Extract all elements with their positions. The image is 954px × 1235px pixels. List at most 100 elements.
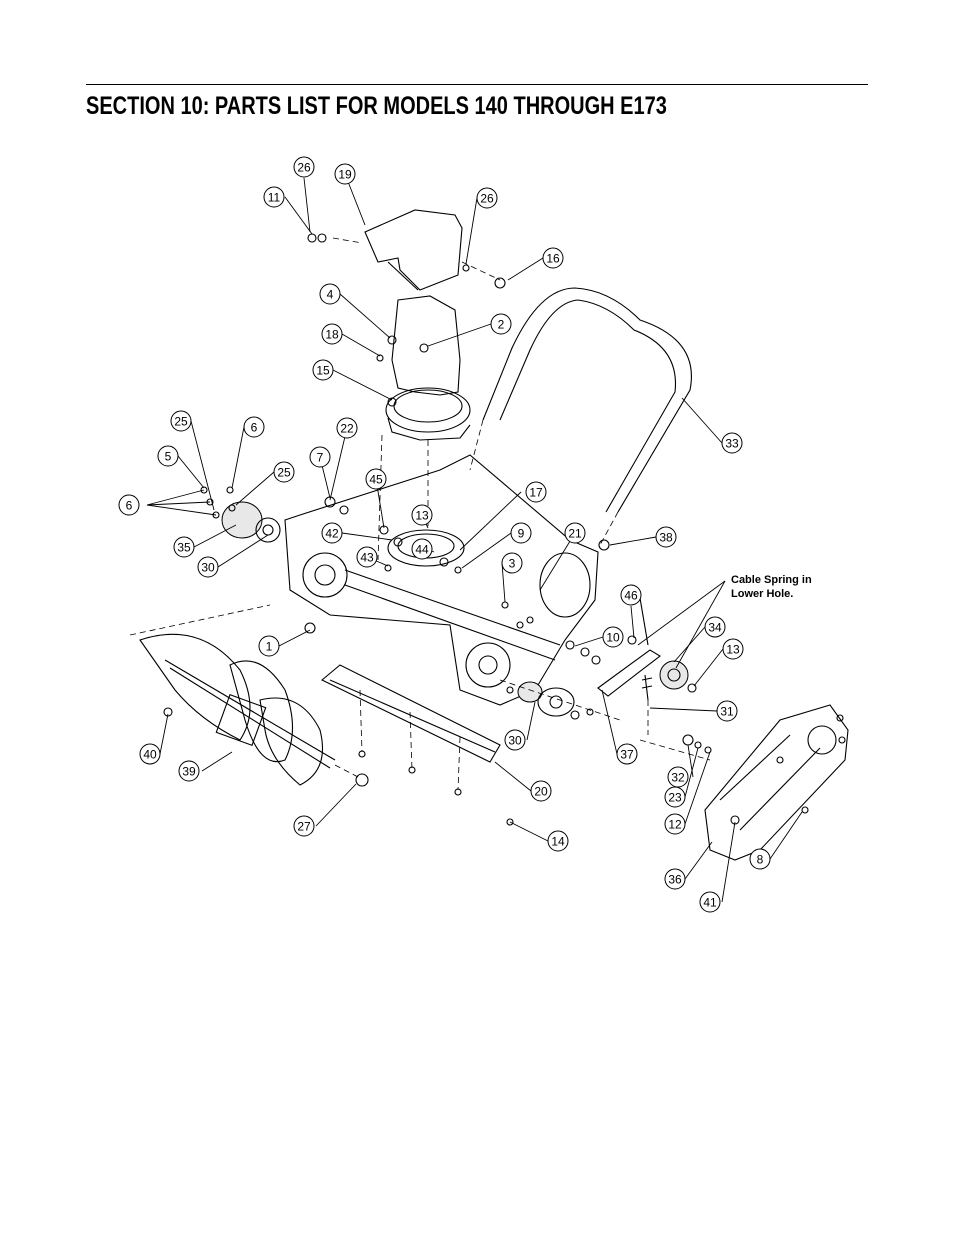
chute-deflector — [364, 209, 463, 291]
callout-31: 31 — [716, 700, 738, 722]
callout-6: 6 — [118, 494, 140, 516]
callout-label: 22 — [340, 422, 354, 436]
callout-label: 18 — [325, 328, 339, 342]
callout-label: 42 — [325, 527, 339, 541]
callout-label: 45 — [369, 473, 383, 487]
note-line-1: Cable Spring in — [731, 574, 812, 586]
callout-25: 25 — [273, 461, 295, 483]
callout-label: 4 — [327, 288, 334, 302]
callout-label: 26 — [297, 161, 311, 175]
callout-20: 20 — [530, 780, 552, 802]
callout-label: 41 — [703, 896, 717, 910]
callout-14: 14 — [547, 830, 569, 852]
callout-2: 2 — [490, 313, 512, 335]
callout-label: 10 — [606, 631, 620, 645]
callout-10: 10 — [602, 626, 624, 648]
callout-label: 7 — [317, 451, 324, 465]
callout-43: 43 — [356, 546, 378, 568]
callout-label: 35 — [177, 541, 191, 555]
chute-ring — [387, 529, 465, 567]
callout-label: 36 — [668, 873, 682, 887]
callout-21: 21 — [564, 522, 586, 544]
bearing-right — [517, 681, 543, 703]
callout-45: 45 — [365, 468, 387, 490]
callout-label: 25 — [277, 466, 291, 480]
callout-label: 12 — [668, 818, 682, 832]
note-line-2: Lower Hole. — [731, 588, 793, 600]
callout-label: 2 — [498, 318, 505, 332]
callout-26: 26 — [476, 187, 498, 209]
callout-label: 3 — [509, 557, 516, 571]
callout-7: 7 — [309, 446, 331, 468]
callout-label: 11 — [268, 191, 281, 205]
callout-3: 3 — [501, 552, 523, 574]
callout-label: 23 — [668, 791, 682, 805]
page-title: SECTION 10: PARTS LIST FOR MODELS 140 TH… — [86, 92, 667, 120]
callout-label: 27 — [297, 820, 311, 834]
callout-46: 46 — [620, 584, 642, 606]
callout-9: 9 — [510, 522, 532, 544]
callout-label: 1 — [266, 640, 273, 654]
callout-5: 5 — [157, 445, 179, 467]
callout-30: 30 — [197, 556, 219, 578]
callout-41: 41 — [699, 891, 721, 913]
callout-19: 19 — [334, 163, 356, 185]
callout-1: 1 — [258, 635, 280, 657]
callout-44: 44 — [411, 538, 433, 560]
auger-housing — [284, 454, 599, 706]
callout-label: 33 — [725, 437, 739, 451]
cable-spring-note: Cable Spring in Lower Hole. — [731, 574, 812, 600]
callout-label: 16 — [546, 252, 560, 266]
callout-30: 30 — [504, 729, 526, 751]
scraper-bar — [320, 664, 501, 763]
callout-39: 39 — [178, 760, 200, 782]
callout-label: 20 — [534, 785, 548, 799]
callout-11: 11 — [263, 186, 285, 208]
callout-32: 32 — [667, 766, 689, 788]
header-rule — [86, 84, 868, 85]
callout-18: 18 — [321, 323, 343, 345]
idler-pulley — [659, 660, 689, 690]
callout-label: 15 — [316, 364, 330, 378]
callout-label: 34 — [708, 621, 722, 635]
callout-label: 43 — [360, 551, 374, 565]
callout-37: 37 — [616, 743, 638, 765]
callout-label: 14 — [551, 835, 565, 849]
callout-6: 6 — [243, 416, 265, 438]
callout-label: 40 — [143, 748, 157, 762]
callout-label: 9 — [518, 527, 525, 541]
callout-13: 13 — [411, 504, 433, 526]
callout-label: 13 — [415, 509, 429, 523]
callout-38: 38 — [655, 526, 677, 548]
callout-label: 25 — [174, 415, 188, 429]
callout-27: 27 — [293, 815, 315, 837]
callout-23: 23 — [664, 786, 686, 808]
callout-13: 13 — [722, 638, 744, 660]
callout-12: 12 — [664, 813, 686, 835]
callout-label: 44 — [415, 543, 429, 557]
callout-label: 38 — [659, 531, 673, 545]
callout-label: 30 — [201, 561, 215, 575]
callout-36: 36 — [664, 868, 686, 890]
callout-label: 13 — [726, 643, 740, 657]
handle — [482, 287, 692, 513]
callout-label: 6 — [251, 421, 258, 435]
callout-label: 30 — [508, 734, 522, 748]
callout-label: 26 — [480, 192, 494, 206]
callout-label: 37 — [620, 748, 634, 762]
callout-label: 46 — [624, 589, 638, 603]
callout-label: 32 — [671, 771, 685, 785]
callout-22: 22 — [336, 417, 358, 439]
callout-40: 40 — [139, 743, 161, 765]
callout-label: 6 — [126, 499, 133, 513]
callout-25: 25 — [170, 410, 192, 432]
callout-34: 34 — [704, 616, 726, 638]
discharge-chute — [391, 295, 461, 396]
idler-arm — [597, 649, 661, 697]
callout-label: 8 — [757, 853, 764, 867]
callout-label: 21 — [568, 527, 582, 541]
callout-15: 15 — [312, 359, 334, 381]
callout-label: 39 — [182, 765, 196, 779]
